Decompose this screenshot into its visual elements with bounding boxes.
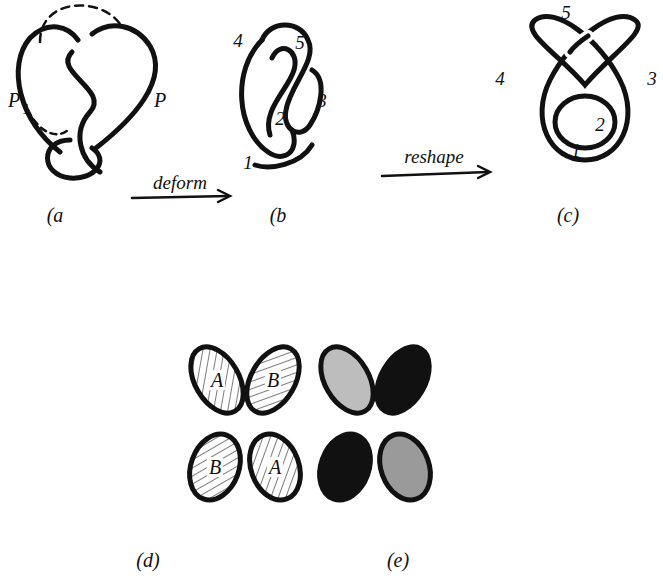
region-letter: B bbox=[265, 370, 281, 390]
panel-caption: (a bbox=[47, 205, 64, 225]
step-label: reshape bbox=[404, 147, 463, 166]
panel-caption: (e) bbox=[387, 550, 409, 570]
point-label: P bbox=[154, 90, 166, 110]
crossing-number: 5 bbox=[295, 33, 305, 52]
crossing-number: 1 bbox=[243, 153, 253, 172]
crossing-number: 5 bbox=[561, 3, 571, 22]
subscript: 1 bbox=[23, 103, 30, 117]
crossing-number: 1 bbox=[571, 141, 581, 160]
crossing-number: 4 bbox=[233, 31, 243, 50]
step-label: deform bbox=[153, 173, 207, 192]
panel-caption: (d) bbox=[136, 550, 159, 570]
panel-caption: (b bbox=[270, 205, 287, 225]
region-letter: A bbox=[209, 370, 225, 390]
crossing-number: 2 bbox=[595, 115, 605, 134]
crossing-number: 2 bbox=[275, 109, 285, 128]
crossing-number: 3 bbox=[647, 69, 657, 88]
point-label: P bbox=[8, 90, 20, 110]
region-letter: A bbox=[267, 457, 283, 477]
panel-caption: (c) bbox=[557, 205, 579, 225]
crossing-number: 3 bbox=[317, 91, 327, 110]
crossing-number: 4 bbox=[495, 69, 505, 88]
region-letter: B bbox=[207, 457, 223, 477]
